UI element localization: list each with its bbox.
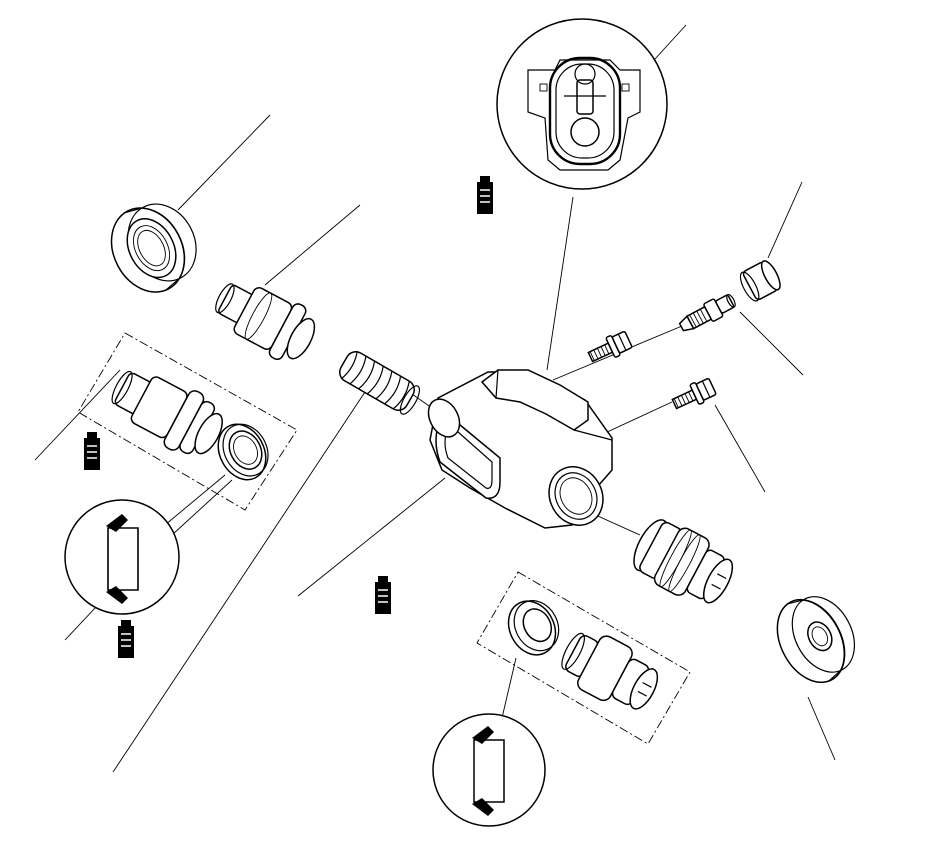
leader-bolt-lower bbox=[714, 404, 766, 493]
leader-seal-right bbox=[807, 696, 836, 761]
piston-assembly-bottom bbox=[561, 632, 659, 710]
piston-seal-bottom bbox=[507, 600, 560, 656]
lube-can-icon-4 bbox=[375, 576, 391, 614]
seal-detail-inset-left bbox=[64, 499, 180, 615]
leader-bleeder-screw bbox=[739, 311, 804, 376]
outer-seal-ring bbox=[110, 203, 197, 293]
piston-seal-left bbox=[217, 423, 269, 481]
leader-piston-upper bbox=[264, 204, 361, 286]
leader-top-inset bbox=[546, 196, 574, 371]
leader-spring bbox=[112, 391, 366, 773]
lube-can-icon-1 bbox=[477, 176, 493, 214]
piston-assembly-left bbox=[111, 370, 223, 455]
leader-inset-bottom bbox=[501, 657, 517, 719]
leader-piston-left bbox=[34, 369, 121, 461]
leader-housing bbox=[297, 477, 446, 597]
bleeder-cap bbox=[739, 260, 781, 302]
leader-seal-left-2 bbox=[171, 479, 233, 536]
seal-detail-inset-bottom bbox=[432, 713, 546, 827]
piston-lower-right bbox=[633, 519, 734, 604]
lube-can-icon-3 bbox=[118, 620, 134, 658]
seal-ring-right bbox=[776, 596, 856, 684]
group-box-left bbox=[77, 332, 298, 511]
leader-outer-seal bbox=[177, 114, 271, 211]
bleeder-screw bbox=[678, 293, 736, 332]
gasket-detail-inset bbox=[496, 18, 668, 190]
axis-spring bbox=[411, 393, 433, 409]
leader-lines bbox=[34, 24, 836, 773]
return-spring bbox=[339, 351, 421, 415]
leader-bleeder-cap bbox=[767, 181, 803, 259]
leader-seal-left-1 bbox=[164, 474, 226, 526]
group-box-bottom bbox=[476, 571, 691, 745]
valve-body-housing bbox=[427, 369, 613, 529]
piston-upper bbox=[215, 283, 316, 361]
flange-bolt-lower bbox=[671, 377, 717, 410]
flange-bolt-upper bbox=[587, 330, 633, 363]
lube-can-icon-2 bbox=[84, 432, 100, 470]
